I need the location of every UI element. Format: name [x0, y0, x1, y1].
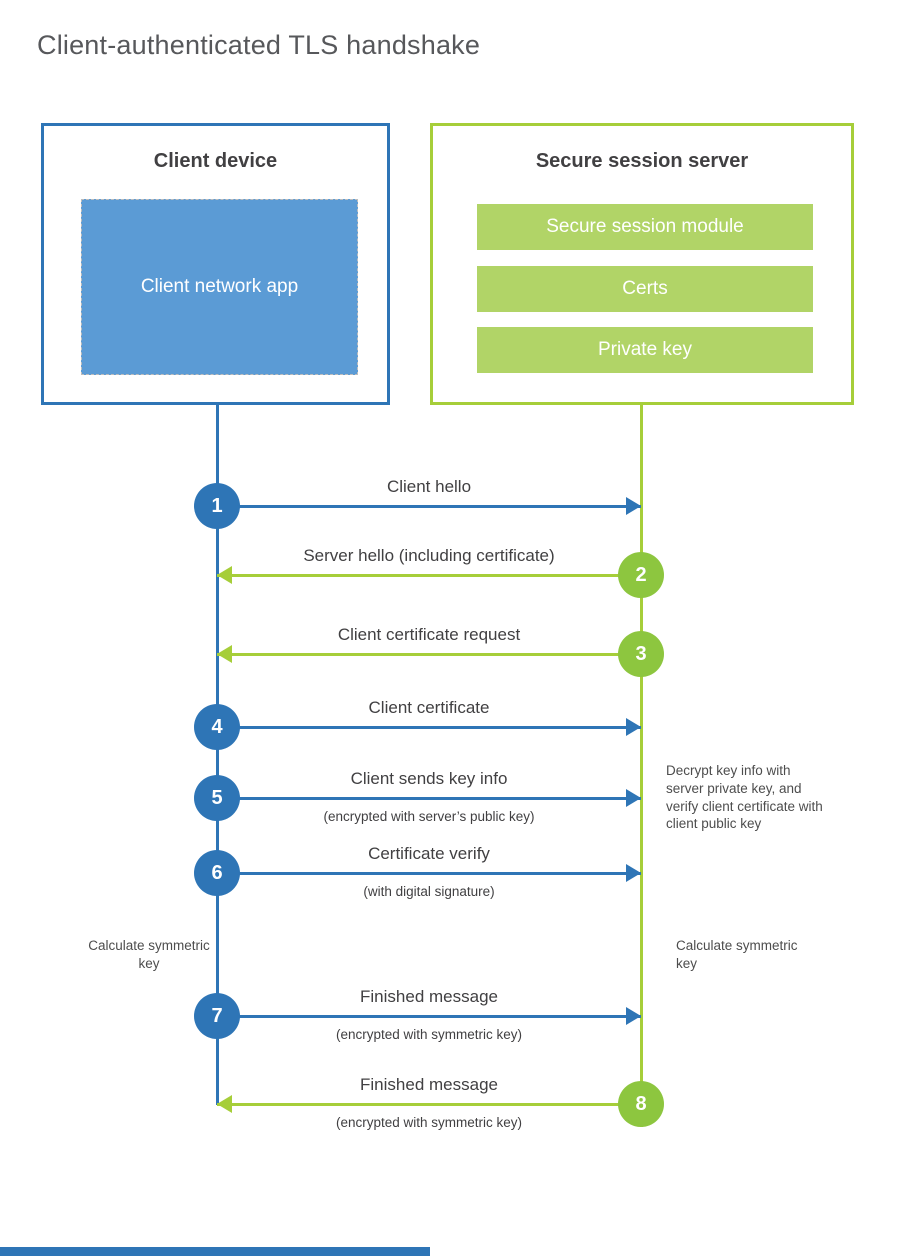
server-module-certs: Certs	[477, 266, 813, 312]
step-6-sublabel: (with digital signature)	[363, 884, 495, 899]
step-6-arrowhead-icon	[626, 864, 641, 882]
step-3-arrow-line	[217, 652, 641, 656]
step-1-arrow-line	[217, 504, 641, 508]
step-7-label: Finished message	[360, 987, 498, 1006]
step-5-label: Client sends key info	[350, 769, 508, 788]
step-2-arrow-line	[217, 573, 641, 577]
server-module-secure-session: Secure session module	[477, 204, 813, 250]
step-8-arrow-line	[217, 1102, 641, 1106]
step-8-arrowhead-icon	[217, 1095, 232, 1113]
page-title: Client-authenticated TLS handshake	[37, 30, 481, 60]
step-3-badge: 3	[618, 631, 664, 677]
step-1-arrowhead-icon	[626, 497, 641, 515]
client-network-app-box: Client network app	[81, 199, 358, 375]
step-7-arrow-line	[217, 1014, 641, 1018]
step-7-arrowhead-icon	[626, 1007, 641, 1025]
step-2-arrowhead-icon	[217, 566, 232, 584]
step-5-arrowhead-icon	[626, 789, 641, 807]
step-8-badge: 8	[618, 1081, 664, 1127]
step-2-badge: 2	[618, 552, 664, 598]
calculate-symmetric-key-note-client: Calculate symmetric key	[88, 938, 210, 971]
step-2-label: Server hello (including certificate)	[303, 546, 555, 565]
client-device-title: Client device	[153, 150, 278, 172]
client-lifeline	[215, 404, 219, 1105]
step-8-sublabel: (encrypted with symmetric key)	[335, 1115, 523, 1130]
step-6-badge: 6	[194, 850, 240, 896]
step-5-arrow-line	[217, 796, 641, 800]
client-device-box: Client device Client network app	[41, 123, 390, 405]
server-title: Secure session server	[535, 150, 749, 172]
step-1-label: Client hello	[386, 477, 472, 496]
step-3-label: Client certificate request	[337, 625, 521, 644]
step-6-arrow-line	[217, 871, 641, 875]
step-4-badge: 4	[194, 704, 240, 750]
decrypt-key-note: Decrypt key info with server private key…	[666, 763, 823, 832]
step-3-arrowhead-icon	[217, 645, 232, 663]
server-module-private-key: Private key	[477, 327, 813, 373]
step-4-arrowhead-icon	[626, 718, 641, 736]
step-7-badge: 7	[194, 993, 240, 1039]
step-1-badge: 1	[194, 483, 240, 529]
step-4-arrow-line	[217, 725, 641, 729]
footer-bar	[0, 1247, 430, 1256]
step-8-label: Finished message	[360, 1075, 498, 1094]
calculate-symmetric-key-note-server: Calculate symmetric key	[676, 938, 798, 971]
server-lifeline	[639, 404, 643, 1127]
server-box: Secure session server Secure session mod…	[430, 123, 854, 405]
step-4-label: Client certificate	[368, 698, 490, 717]
step-6-label: Certificate verify	[368, 844, 490, 863]
step-5-badge: 5	[194, 775, 240, 821]
step-7-sublabel: (encrypted with symmetric key)	[335, 1027, 523, 1042]
step-5-sublabel: (encrypted with server’s public key)	[323, 809, 535, 824]
